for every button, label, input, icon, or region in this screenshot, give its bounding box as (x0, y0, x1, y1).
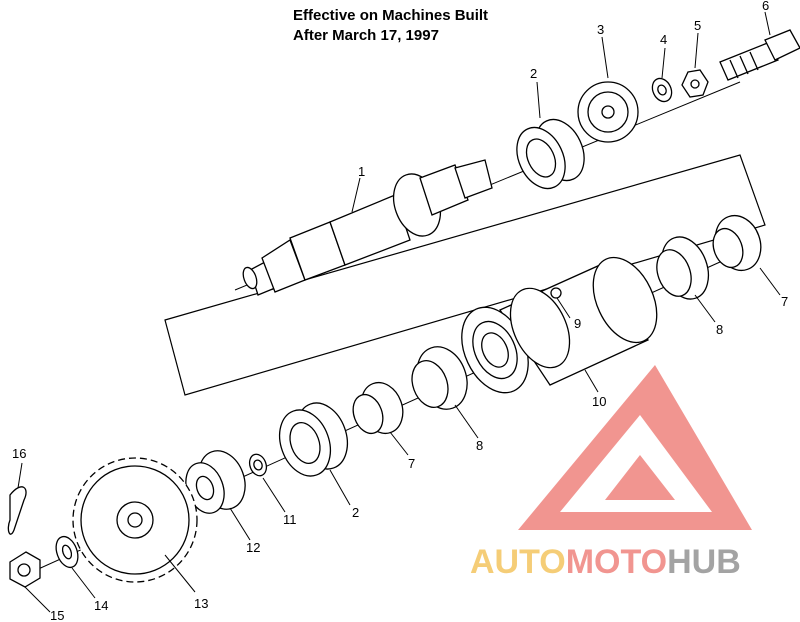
callout-8-lower: 8 (476, 438, 483, 453)
diagram-title-line2: After March 17, 1997 (293, 27, 439, 44)
callout-15: 15 (50, 608, 64, 622)
callout-9: 9 (574, 316, 581, 331)
callout-7-lower: 7 (408, 456, 415, 471)
callout-11: 11 (283, 512, 297, 527)
part-13-large-sprocket (72, 457, 198, 583)
watermark-word-hub: HUB (667, 543, 741, 581)
part-3-drive-sprocket (577, 81, 639, 143)
part-7-tapered-bearing-upper (712, 214, 762, 272)
leader-lines (17, 11, 781, 613)
part-15-nut (9, 551, 41, 588)
part-9-grease-fitting (550, 287, 562, 299)
part-8-bearing-race-upper (656, 236, 710, 300)
callout-1: 1 (358, 164, 365, 179)
part-2-bearing-lower (278, 402, 349, 477)
assembly-outline (164, 154, 766, 396)
callout-5: 5 (694, 18, 701, 33)
watermark-word-auto: AUTO (470, 543, 566, 581)
automotohub-watermark: AUTOMOTOHUB (470, 365, 752, 581)
watermark-word-moto: MOTO (566, 543, 667, 581)
callout-6: 6 (762, 0, 769, 13)
callout-2-upper: 2 (530, 66, 537, 81)
diagram-title-line1: Effective on Machines Built (293, 7, 489, 24)
callout-8-upper: 8 (716, 322, 723, 337)
callout-4: 4 (660, 32, 667, 47)
part-5-lock-washer (681, 69, 709, 98)
callout-3: 3 (597, 22, 604, 37)
part-1-shaft (242, 159, 493, 296)
watermark-triangle-logo (518, 365, 752, 530)
svg-text:AUTOMOTOHUB: AUTOMOTOHUB (470, 543, 741, 581)
part-2-bearing-upper (516, 118, 585, 190)
callout-2-lower: 2 (352, 505, 359, 520)
part-14-washer (55, 535, 79, 569)
callout-14: 14 (94, 598, 108, 613)
part-6-bolt (719, 29, 800, 81)
callout-13: 13 (194, 596, 208, 611)
callout-7-upper: 7 (781, 294, 788, 309)
part-16-cotter-pin (7, 486, 27, 535)
part-11-washer (248, 453, 268, 477)
callout-10: 10 (592, 394, 606, 409)
callout-numbers: 1 2 3 4 5 6 7 8 9 10 8 7 2 11 12 13 14 1… (12, 0, 788, 622)
part-12-spacer (185, 450, 246, 514)
callout-16: 16 (12, 446, 26, 461)
callout-12: 12 (246, 540, 260, 555)
part-10-housing (461, 256, 658, 394)
part-8-bearing-race-lower (411, 346, 468, 410)
part-7-tapered-bearing-lower (352, 381, 404, 435)
part-4-washer (651, 77, 673, 103)
